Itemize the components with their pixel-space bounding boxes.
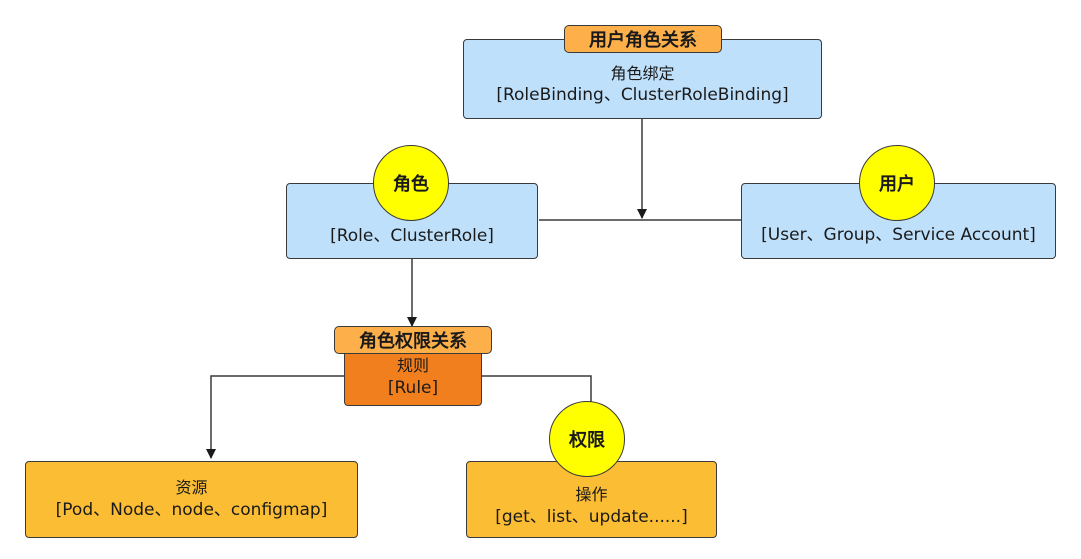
operation-detail: [get、list、update......] bbox=[495, 506, 688, 527]
operation-title: 操作 bbox=[575, 485, 608, 505]
user-detail: [User、Group、Service Account] bbox=[761, 224, 1036, 245]
user-badge: 用户 bbox=[859, 145, 935, 221]
resource-box: 资源 [Pod、Node、node、configmap] bbox=[25, 461, 358, 538]
rule-to-operation-link bbox=[482, 375, 592, 402]
resource-detail: [Pod、Node、node、configmap] bbox=[55, 499, 328, 520]
role-binding-detail: [RoleBinding、ClusterRoleBinding] bbox=[496, 85, 789, 106]
user-role-relation-tag: 用户角色关系 bbox=[564, 25, 722, 53]
rule-title: 规则 bbox=[396, 356, 429, 376]
role-badge: 角色 bbox=[373, 145, 449, 221]
resource-title: 资源 bbox=[175, 478, 208, 498]
rule-to-resource-arrow bbox=[206, 375, 344, 459]
permission-badge: 权限 bbox=[549, 401, 625, 477]
role-detail: [Role、ClusterRole] bbox=[330, 225, 494, 246]
rule-detail: [Rule] bbox=[387, 377, 439, 398]
role-permission-relation-tag: 角色权限关系 bbox=[334, 326, 492, 354]
role-binding-title: 角色绑定 bbox=[610, 63, 675, 83]
